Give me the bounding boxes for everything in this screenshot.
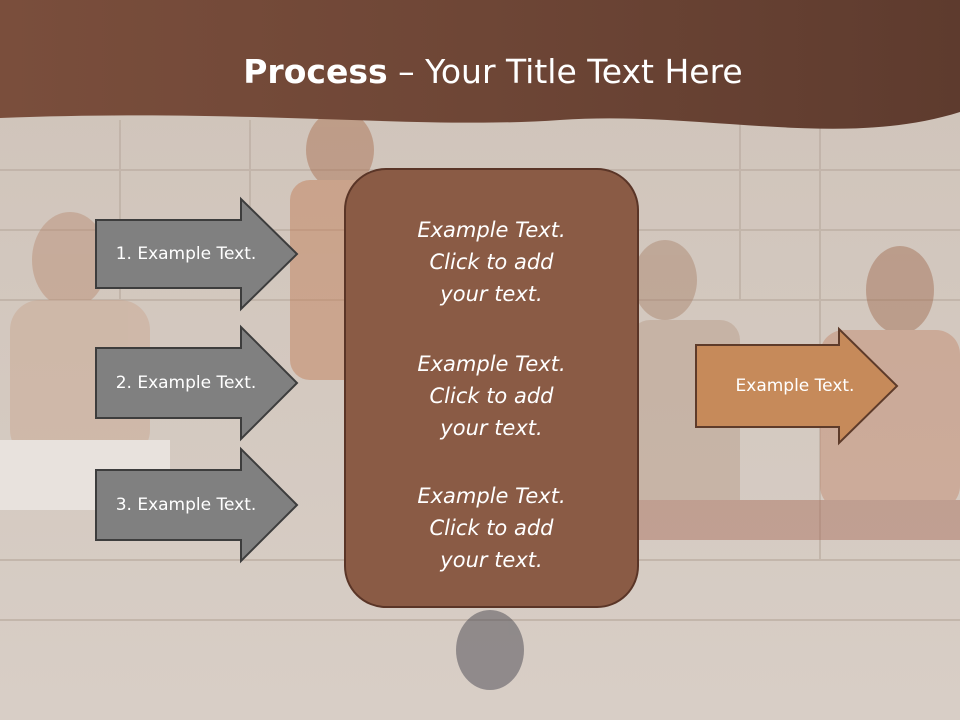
text-line: Click to add [429,250,554,274]
text-line: Example Text. [417,352,566,376]
arrow-step-1[interactable]: 1. Example Text. [95,196,299,312]
title-bold: Process [243,52,388,91]
center-text-block-2: Example Text. Click to add your text. [346,348,637,444]
arrow-step-3[interactable]: 3. Example Text. [95,446,299,564]
text-line: Example Text. [417,484,566,508]
arrow-shape [695,326,899,446]
center-text-block-3: Example Text. Click to add your text. [346,480,637,576]
text-line: your text. [440,416,543,440]
arrow-label: 2. Example Text. [115,373,257,393]
text-line: Click to add [429,384,554,408]
arrow-shape [95,196,299,312]
text-line: your text. [440,282,543,306]
text-line: your text. [440,548,543,572]
arrow-shape [95,446,299,564]
center-process-box[interactable]: Example Text. Click to add your text. Ex… [344,168,639,608]
arrow-label: 3. Example Text. [115,495,257,515]
center-text-block-1: Example Text. Click to add your text. [346,214,637,310]
text-line: Click to add [429,516,554,540]
text-line: Example Text. [417,218,566,242]
arrow-label: Example Text. [735,376,855,396]
title-rest: – Your Title Text Here [387,52,743,91]
arrow-result[interactable]: Example Text. [695,326,899,446]
arrow-shape [95,324,299,442]
slide-title: Process – Your Title Text Here [0,52,960,91]
arrow-label: 1. Example Text. [115,244,257,264]
arrow-step-2[interactable]: 2. Example Text. [95,324,299,442]
